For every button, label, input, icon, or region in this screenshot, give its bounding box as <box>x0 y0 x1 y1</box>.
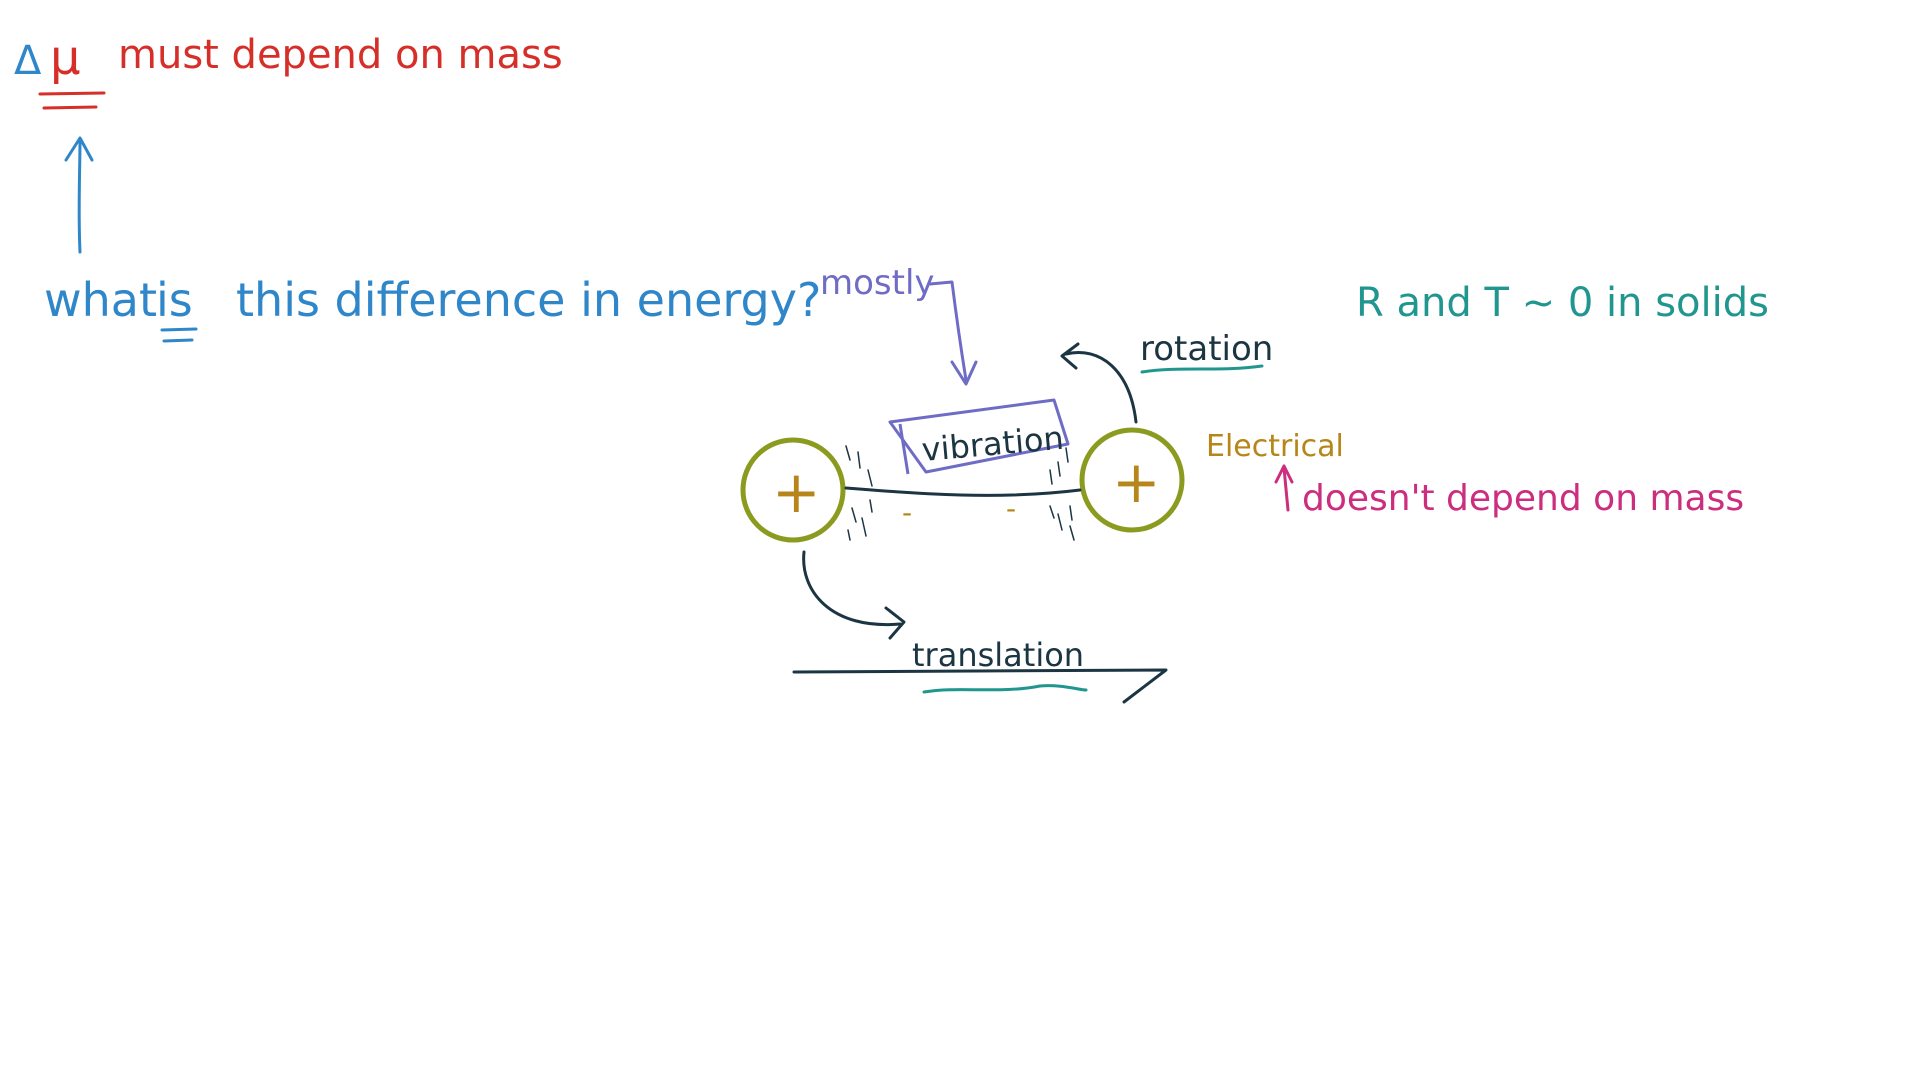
mostly-text: mostly <box>820 263 935 303</box>
curved-arrow-icon <box>1060 342 1138 424</box>
electron-cloud-right <box>1049 447 1075 541</box>
mu-double-underline <box>38 91 106 110</box>
delta-symbol: Δ <box>14 38 42 84</box>
rotation-text: rotation <box>1140 329 1273 369</box>
mu-symbol: μ <box>50 30 81 86</box>
question-text: this difference in energy? <box>236 273 821 327</box>
minus-left: - <box>902 496 912 529</box>
translation-text: translation <box>912 636 1084 674</box>
translation-arrow <box>802 550 906 640</box>
up-arrow-icon-magenta <box>1274 464 1294 512</box>
must-depend-text: must depend on mass <box>118 32 563 78</box>
up-arrow-icon <box>64 136 94 254</box>
translation-underline <box>922 684 1088 694</box>
atom-left <box>740 437 846 543</box>
bond-line <box>844 486 1082 497</box>
electrical-text: Electrical <box>1206 429 1344 464</box>
down-arrow-icon <box>928 280 978 386</box>
is-text: is <box>156 273 193 327</box>
solids-note: R and T ~ 0 in solids <box>1356 280 1769 326</box>
rotation-underline <box>1140 364 1264 374</box>
minus-right: - <box>1006 492 1016 525</box>
doesnt-depend-text: doesn't depend on mass <box>1302 478 1744 519</box>
electron-cloud-left <box>845 445 873 541</box>
atom-right-plus: + <box>1112 448 1161 516</box>
atom-icon: + + <box>740 427 1185 543</box>
ground-line <box>792 668 1168 704</box>
what-text: what <box>44 273 157 327</box>
vibration-text: vibration <box>920 419 1065 469</box>
vibration-box <box>888 398 1070 475</box>
is-double-underline <box>160 327 198 343</box>
atom-right <box>1079 427 1185 533</box>
atom-left-plus: + <box>772 458 821 526</box>
